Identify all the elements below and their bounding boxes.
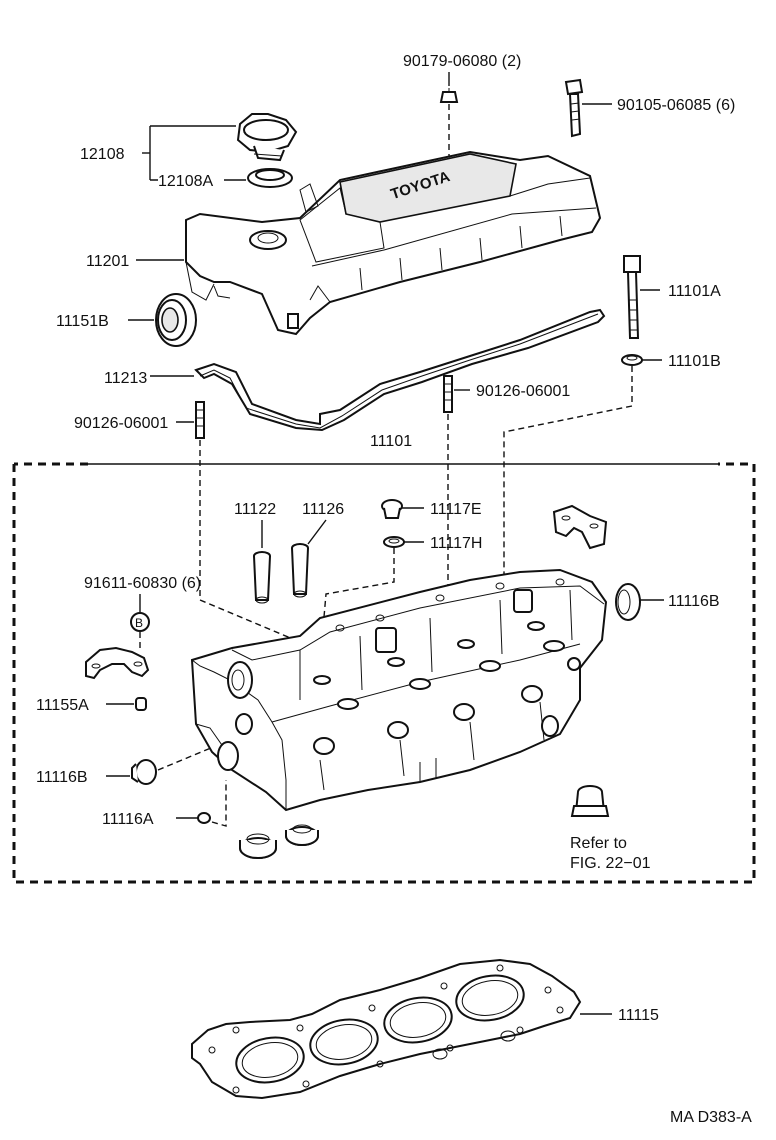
label-11116B-right: 11116B <box>668 593 720 610</box>
bearing-cap-left <box>85 646 150 680</box>
label-11122: 11122 <box>234 501 276 518</box>
bracket-12108 <box>149 125 236 181</box>
plug-11116B-left <box>131 759 157 785</box>
footer-code: MA D383-A <box>670 1109 752 1126</box>
b-marker <box>130 612 150 632</box>
label-90105: 90105-06085 (6) <box>617 97 735 114</box>
pin-11155A <box>135 697 147 711</box>
cap-gasket-12108A <box>247 168 293 188</box>
stud-90126-top <box>443 375 453 413</box>
plug-11116B-right <box>615 583 641 621</box>
label-11116A: 11116A <box>102 811 154 828</box>
bearing-cap-upper <box>552 504 608 550</box>
label-91611: 91611-60830 (6) <box>84 575 201 592</box>
seal-lower-1 <box>239 833 277 859</box>
label-11201: 11201 <box>86 253 129 270</box>
cover-gasket-11213 <box>194 308 606 432</box>
label-11101: 11101 <box>370 433 412 450</box>
label-11126: 11126 <box>302 501 344 518</box>
plug-11116A <box>197 812 211 824</box>
head-gasket-11115 <box>191 958 582 1100</box>
valve-guide-11126 <box>291 543 309 598</box>
seal-lower-2 <box>285 824 319 846</box>
stud-90126-left <box>195 401 205 439</box>
leader-11116A-dash <box>211 780 227 827</box>
head-bolt-11101A <box>623 255 641 339</box>
label-11101B: 11101B <box>668 353 721 370</box>
leader-11126 <box>307 519 327 545</box>
refer-line-1: Refer to <box>570 835 627 852</box>
label-12108A: 12108A <box>158 173 213 190</box>
assembly-box <box>12 462 756 884</box>
cylinder-head <box>190 568 608 812</box>
label-11115: 11115 <box>618 1007 659 1024</box>
water-outlet-plug <box>570 785 610 817</box>
label-11151B: 11151B <box>56 313 109 330</box>
camshaft-seal-11151B <box>155 293 197 347</box>
label-12108: 12108 <box>80 146 125 163</box>
cylinder-head-cover <box>185 150 602 336</box>
label-11117E: 11117E <box>430 501 482 518</box>
label-11155A: 11155A <box>36 697 89 714</box>
valve-guide-11122 <box>253 551 271 604</box>
washer-11101B <box>621 354 643 366</box>
plug-11117E <box>381 499 403 519</box>
refer-line-2: FIG. 22−01 <box>570 855 651 872</box>
leader-90126-left-dash <box>199 440 301 643</box>
bolt-90105 <box>564 78 584 138</box>
label-11101A: 11101A <box>668 283 721 300</box>
oil-filler-cap <box>236 113 298 162</box>
nut-90179 <box>439 88 459 103</box>
label-90179: 90179-06080 (2) <box>403 53 521 70</box>
label-90126-left: 90126-06001 <box>74 415 168 432</box>
label-11116B-left: 11116B <box>36 769 88 786</box>
label-90126-top: 90126-06001 <box>476 383 570 400</box>
gasket-11117H <box>383 536 405 548</box>
b-marker-text: B <box>135 616 143 630</box>
label-11117H: 11117H <box>430 535 482 552</box>
label-11213: 11213 <box>104 370 147 387</box>
leader-11101B-dash <box>503 366 633 588</box>
